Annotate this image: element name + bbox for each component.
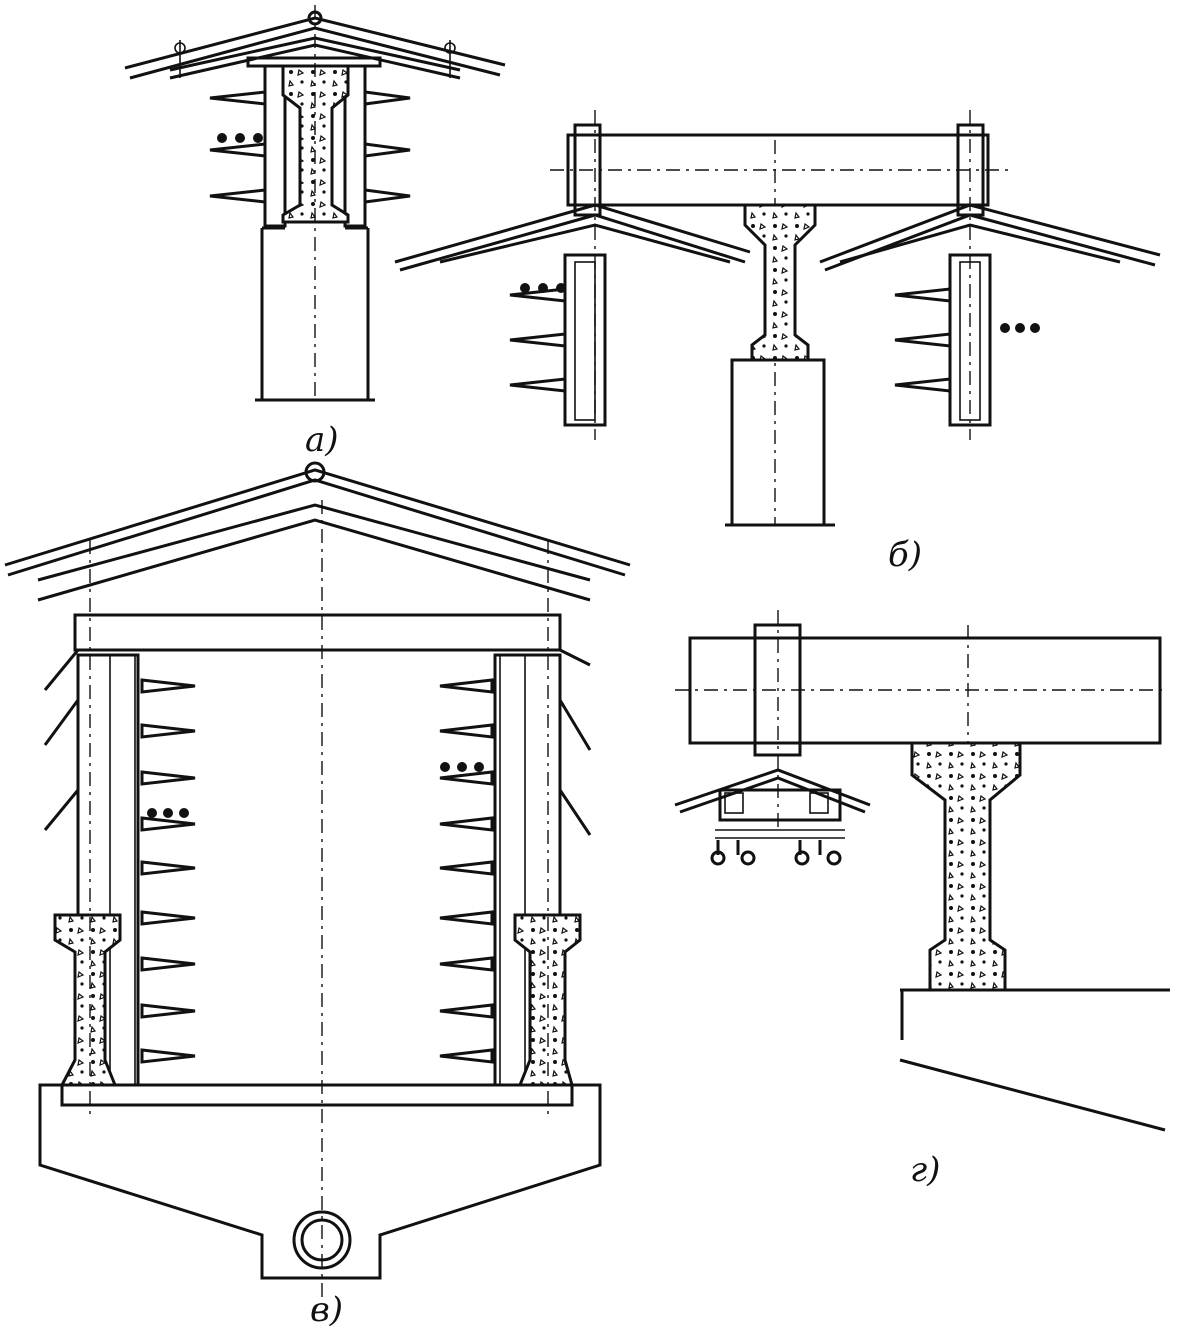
- figure-g: [674, 610, 1170, 1132]
- label-g: г): [910, 1150, 941, 1190]
- label-b: б): [888, 535, 923, 575]
- label-a: а): [305, 420, 339, 460]
- figure-b: [394, 110, 1161, 527]
- figure-v: [4, 461, 631, 1300]
- label-v: в): [310, 1290, 344, 1330]
- figure-a: [124, 5, 506, 402]
